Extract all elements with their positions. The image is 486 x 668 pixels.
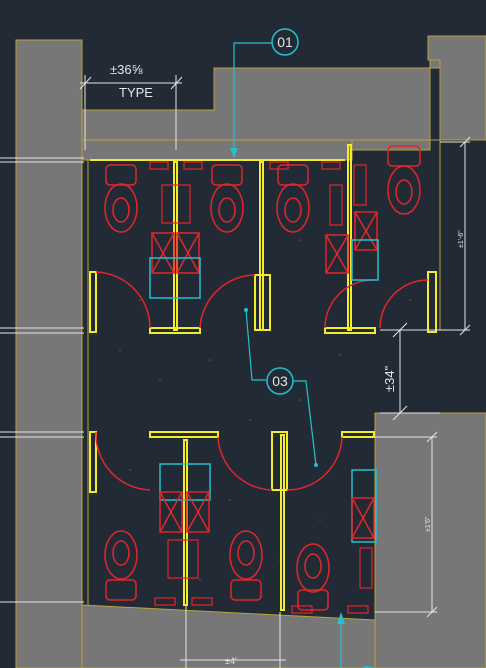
lower-door-stop-1 xyxy=(149,431,219,438)
dimension-bottom xyxy=(180,605,286,668)
bottom-wall xyxy=(81,604,376,668)
side-height-lower: ±1'6" xyxy=(425,516,432,532)
side-height-upper: ±1'-6" xyxy=(458,230,465,248)
reference-lines xyxy=(0,157,84,603)
callout-tag-icon xyxy=(361,666,375,668)
door-swing-icon xyxy=(379,279,429,329)
dimension-side-lower xyxy=(375,431,438,618)
callout-01-arrowhead xyxy=(230,148,238,158)
callout-03-label: 03 xyxy=(272,373,288,389)
top-wall-inner xyxy=(81,139,353,161)
door-swing-icon xyxy=(324,279,373,329)
callout-01-label: 01 xyxy=(277,34,293,50)
aisle-value: ±34" xyxy=(382,365,397,392)
walls xyxy=(15,35,486,668)
upper-dispensers xyxy=(149,211,379,299)
toilet-icon xyxy=(296,543,330,611)
upper-partition-2 xyxy=(259,161,264,331)
accessories-red xyxy=(149,161,373,614)
callout-03-leader xyxy=(245,309,317,466)
lower-pilaster-left xyxy=(89,431,97,493)
sink-icon xyxy=(325,234,349,274)
lower-partition-2 xyxy=(280,434,285,611)
upper-pilaster-right xyxy=(427,271,437,333)
door-swing-icon xyxy=(95,271,151,329)
callout-01-leader xyxy=(233,42,272,152)
top-right-wall xyxy=(427,35,486,141)
toilet-icon xyxy=(387,145,421,215)
sink-icon xyxy=(351,497,375,539)
sink-icon xyxy=(159,491,183,533)
dimension-side-upper xyxy=(440,136,471,336)
upper-toilets xyxy=(104,145,421,233)
toilet-icon xyxy=(104,164,138,233)
door-swings xyxy=(95,271,429,491)
right-wall xyxy=(374,412,486,668)
stall-width-note: TYPE xyxy=(119,85,153,100)
door-swing-icon xyxy=(199,274,256,329)
sink-icon xyxy=(186,491,210,533)
toilet-icon xyxy=(229,530,263,601)
upper-pilaster-left xyxy=(89,271,97,333)
sink-icon xyxy=(354,211,378,251)
lower-toilets xyxy=(104,530,330,611)
bottom-width-value: ±4' xyxy=(225,656,237,666)
dimension-aisle xyxy=(380,322,440,421)
toilet-icon xyxy=(104,530,138,601)
door-swing-icon xyxy=(95,431,151,491)
toilet-icon xyxy=(210,164,244,233)
lower-dispensers xyxy=(159,463,377,543)
lower-pilaster-mid xyxy=(271,431,288,491)
dimension-stall-width xyxy=(79,75,183,150)
upper-door-stop-2 xyxy=(324,327,376,334)
sink-icon xyxy=(151,232,175,274)
callout-tag-icon xyxy=(271,28,299,56)
callout-03-dot-lower xyxy=(314,463,318,467)
lower-door-stop-2 xyxy=(341,431,375,438)
door-swing-icon xyxy=(217,436,273,491)
sink-icon xyxy=(176,232,200,274)
bottom-leader-arrowhead xyxy=(337,612,345,624)
callout-tag-icon xyxy=(266,367,294,395)
toilet-icon xyxy=(276,164,310,233)
left-wall xyxy=(15,39,83,668)
door-swing-icon xyxy=(286,436,343,491)
callout-03-dot-upper xyxy=(244,308,248,312)
upper-door-stop-1 xyxy=(149,327,201,334)
stall-width-value: ±36⅝ xyxy=(110,62,143,77)
upper-pilaster-mid xyxy=(254,274,271,331)
floor-speckle xyxy=(119,239,411,581)
